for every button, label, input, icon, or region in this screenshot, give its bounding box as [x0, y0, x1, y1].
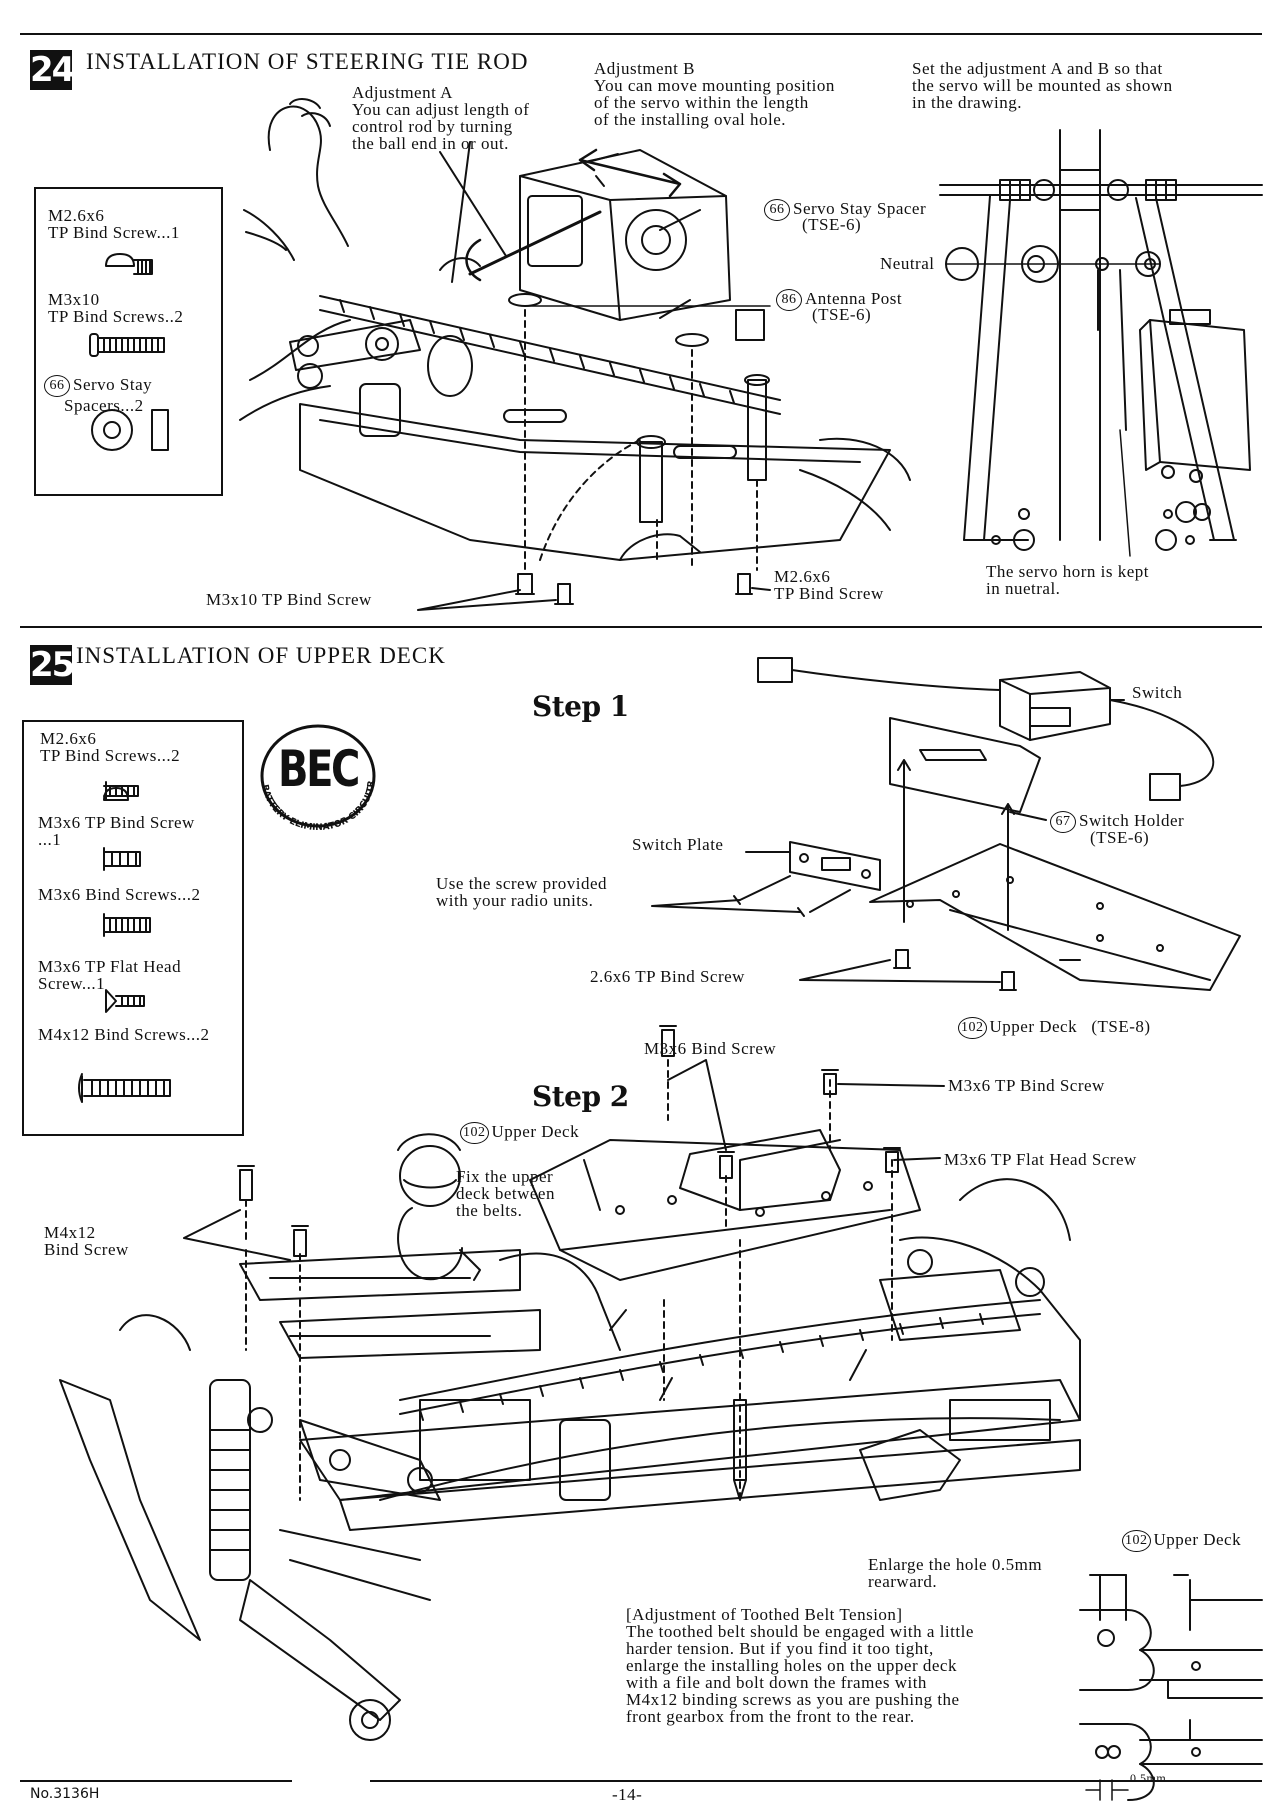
screw-glyph-m26x6: [105, 253, 153, 275]
label-m3x6-tp-flat-head: M3x6 TP Flat Head Screw: [944, 1150, 1137, 1169]
callout-antenna-post-code: (TSE-6): [812, 305, 872, 324]
label-switch-plate: Switch Plate: [632, 835, 724, 854]
adjustment-b-note: Adjustment B You can move mounting posit…: [594, 59, 835, 129]
step1-heading: Step 1: [532, 690, 629, 723]
page-number: -14-: [612, 1785, 643, 1804]
part-number-66: 66: [44, 375, 70, 397]
servo-neutral-diagram: [939, 129, 1263, 557]
belt-tension-note: [Adjustment of Toothed Belt Tension] The…: [626, 1605, 974, 1726]
footer-rule-right: [370, 1780, 1262, 1782]
callout-m26x6-screw: M2.6x6 TP Bind Screw: [774, 567, 884, 603]
label-m4x12-bind-screw: M4x12 Bind Screw: [44, 1223, 129, 1259]
label-switch: Switch: [1132, 683, 1183, 702]
fix-deck-note: Fix the upper deck between the belts.: [456, 1167, 555, 1220]
step25-title: INSTALLATION OF UPPER DECK: [76, 643, 446, 668]
footer-rule-left: [20, 1780, 292, 1782]
step-number-badge-24: 24: [30, 50, 75, 90]
switch-assembly-drawing: [651, 657, 1241, 991]
set-adjustment-note: Set the adjustment A and B so that the s…: [912, 59, 1173, 112]
step2-heading: Step 2: [532, 1080, 629, 1113]
label-switch-holder-code: (TSE-6): [1090, 828, 1150, 847]
servo-horn-note: The servo horn is kept in nuetral.: [986, 562, 1150, 598]
part-25-m4x12: M4x12 Bind Screws...2: [38, 1025, 210, 1044]
callout-m3x10-screw: M3x10 TP Bind Screw: [206, 590, 372, 609]
bec-logo: BATTERY ELIMINATOR CIRCUITRY BEC: [244, 713, 388, 838]
part-25-m3x6-tp-bind: M3x6 TP Bind Screw ...1: [38, 813, 195, 849]
part-25-m26x6: M2.6x6 TP Bind Screws...2: [40, 729, 181, 765]
adjustment-a-note: Adjustment A You can adjust length of co…: [352, 83, 530, 153]
upper-deck-assembly-drawing: [59, 1025, 1081, 1741]
part-m26x6: M2.6x6 TP Bind Screw...1: [48, 206, 180, 242]
callout-neutral: Neutral: [880, 254, 935, 273]
step-number-badge-25: 25: [30, 645, 75, 685]
use-screw-note: Use the screw provided with your radio u…: [436, 874, 608, 910]
part-25-m3x6-flat: M3x6 TP Flat Head Screw...1: [38, 957, 182, 993]
step24-title: INSTALLATION OF STEERING TIE ROD: [86, 49, 529, 74]
part-25-m3x6-bind: M3x6 Bind Screws...2: [38, 885, 201, 904]
section-divider: [20, 626, 1262, 628]
bec-logo-text: BEC: [278, 740, 360, 798]
callout-servo-stay-spacer-code: (TSE-6): [802, 215, 862, 234]
hole-enlarge-diagram: [1079, 1574, 1263, 1801]
label-26x6-bind-screw: 2.6x6 TP Bind Screw: [590, 967, 745, 986]
part-m3x10: M3x10 TP Bind Screws..2: [48, 290, 184, 326]
bec-logo-graphic: BATTERY ELIMINATOR CIRCUITRY: [244, 713, 377, 833]
spacer-glyph: [91, 409, 169, 451]
screw-glyph-m3x10: [89, 333, 165, 357]
enlarge-hole-note: Enlarge the hole 0.5mm rearward.: [868, 1555, 1043, 1591]
model-number: No.3136H: [30, 1786, 100, 1802]
parts-25-glyphs: [78, 781, 171, 1103]
label-m3x6-bind-screw: M3x6 Bind Screw: [644, 1039, 777, 1058]
label-m3x6-tp-bind-screw: M3x6 TP Bind Screw: [948, 1076, 1105, 1095]
steering-assembly-drawing: [239, 98, 911, 611]
top-rule: [20, 33, 1262, 35]
